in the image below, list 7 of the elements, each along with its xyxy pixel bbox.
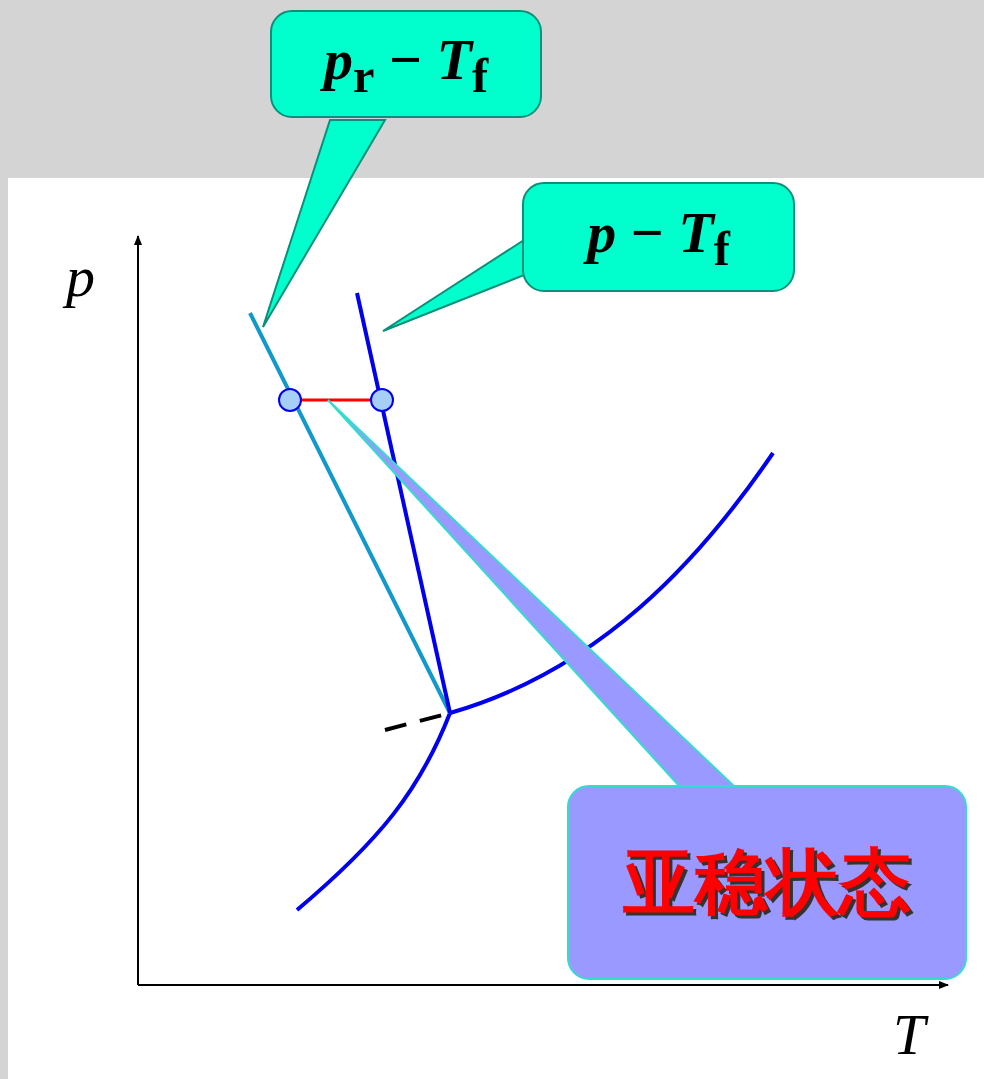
callout-label xyxy=(567,785,967,980)
phase-line xyxy=(248,312,452,714)
callout-pointer xyxy=(262,119,387,328)
callout-pointer xyxy=(382,238,525,332)
callout-label xyxy=(522,182,795,292)
callout-text: 亚稳状态 xyxy=(623,838,911,926)
callout-label xyxy=(270,10,542,118)
